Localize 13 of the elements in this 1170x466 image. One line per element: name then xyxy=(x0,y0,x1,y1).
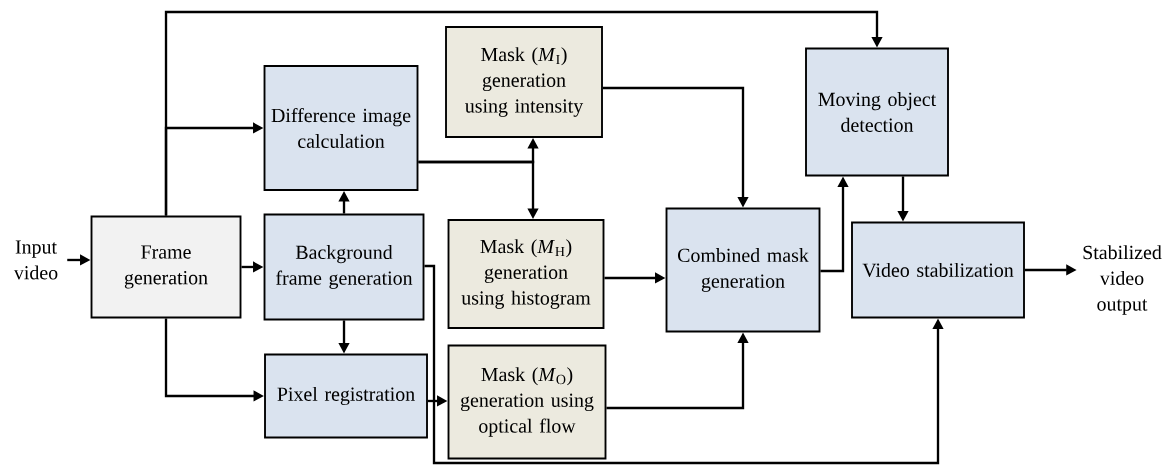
process-box: Pixel registration xyxy=(264,353,428,439)
process-box: Moving object detection xyxy=(805,47,949,177)
process-box: Mask (M$_{I}$) generation using intensity xyxy=(445,26,603,138)
process-box: Background frame generation xyxy=(263,213,425,321)
process-box: Difference image calculation xyxy=(263,65,419,191)
io-label: Input video xyxy=(13,240,58,280)
process-box: Mask (M$_{O}$) generation using optical flow xyxy=(447,344,607,460)
process-box: Combined mask generation xyxy=(665,207,821,333)
process-box: Frame generation xyxy=(90,215,242,319)
io-label: Stabilized video output xyxy=(1083,245,1162,315)
arrow xyxy=(164,10,883,216)
process-box: Mask (M$_{H}$) generation using histogram xyxy=(447,219,605,329)
process-box: Video stabilization xyxy=(851,221,1025,319)
